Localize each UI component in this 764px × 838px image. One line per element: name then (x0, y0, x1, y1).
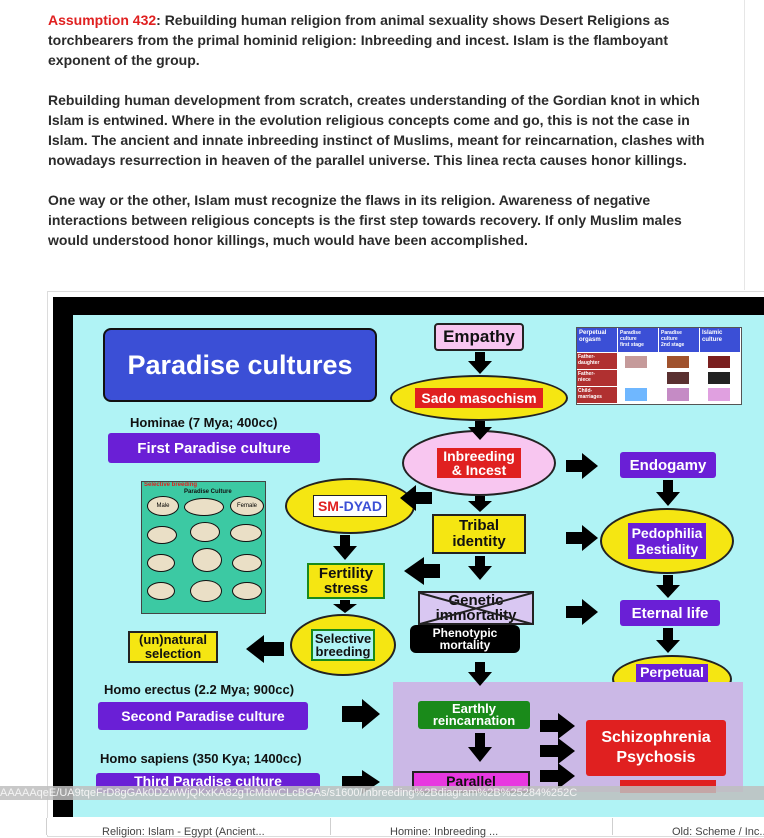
status-bar-url: AAAAAqeE/UA9tqeFrD8gGAk0DZwWjQKxKA82gTcM… (0, 786, 764, 800)
pedophilia-ellipse: Pedophilia Bestiality (600, 508, 734, 574)
table-cell-img (708, 388, 730, 401)
arrow-right (566, 599, 598, 625)
assumption-text: : Rebuilding human religion from animal … (48, 12, 670, 68)
arrow-right (540, 738, 575, 764)
pedophilia-label: Pedophilia Bestiality (627, 523, 707, 559)
table-cell-img (625, 388, 647, 401)
sapiens-label: Homo sapiens (350 Kya; 1400cc) (100, 751, 302, 766)
unnatural-selection-box: (un)natural selection (128, 631, 218, 663)
arrow-down (468, 496, 492, 512)
schizophrenia-box: Schizophrenia Psychosis (586, 720, 726, 776)
arrow-left (404, 557, 440, 585)
table-col1: Perpetual orgasm (577, 328, 617, 352)
table-col4: Islamic culture (700, 328, 740, 352)
thumb-title: Selective breeding (144, 482, 198, 488)
sidebar-divider (744, 0, 745, 290)
arrow-down (468, 556, 492, 580)
arrow-down (333, 600, 357, 613)
sado-label: Sado masochism (415, 388, 543, 408)
assumption-paragraph: Assumption 432: Rebuilding human religio… (48, 10, 718, 70)
endogamy-box: Endogamy (620, 452, 716, 478)
table-row1: Father- daughter (577, 353, 617, 369)
table-row2: Father- niece (577, 370, 617, 386)
sm-dyad-ellipse: SM-DYAD (285, 478, 415, 534)
bottom-divider (46, 818, 47, 835)
arrow-down (468, 733, 492, 762)
culture-table: Perpetual orgasm Paradise culture first … (576, 327, 742, 405)
selective-breeding-ellipse: Selective breeding (290, 614, 396, 676)
arrow-down (468, 421, 492, 440)
table-cell-img (708, 356, 730, 368)
table-col3: Paradise culture 2nd stage (659, 328, 699, 352)
assumption-label[interactable]: Assumption 432 (48, 12, 157, 28)
second-paradise-box: Second Paradise culture (98, 702, 308, 730)
cross-line (419, 592, 533, 625)
arrow-right (342, 699, 380, 729)
hominae-label: Hominae (7 Mya; 400cc) (130, 415, 278, 430)
phenotypic-mortality-box: Phenotypic mortality (410, 625, 520, 653)
table-cell-img (667, 372, 689, 384)
article-body: Assumption 432: Rebuilding human religio… (48, 10, 718, 270)
sm-dyad-label: SM-DYAD (312, 495, 388, 517)
arrow-right (566, 525, 598, 551)
bottom-nav-middle[interactable]: Homine: Inbreeding ... (390, 826, 499, 838)
paragraph-2: Rebuilding human development from scratc… (48, 92, 705, 168)
arrow-down (468, 662, 492, 686)
diagram-title: Paradise cultures (103, 328, 377, 402)
table-row3: Child- marriages (577, 387, 617, 403)
table-cell-img (667, 388, 689, 401)
arrow-down (656, 575, 680, 598)
arrow-right (540, 713, 575, 739)
table-cell-img (708, 372, 730, 384)
paragraph-3: One way or the other, Islam must recogni… (48, 192, 682, 248)
bottom-divider (612, 818, 613, 835)
bottom-divider (330, 818, 331, 835)
thumb-female: Female (230, 496, 264, 516)
selective-breeding-thumbnail: Selective breeding Paradise Culture Male… (141, 481, 266, 614)
bottom-nav (0, 818, 764, 835)
arrow-down (656, 628, 680, 653)
empathy-box: Empathy (434, 323, 524, 351)
sm-dyad-rest: -DYAD (338, 498, 383, 514)
arrow-right (566, 453, 598, 479)
arrow-right (540, 763, 575, 789)
sado-ellipse: Sado masochism (390, 375, 568, 421)
arrow-down (468, 352, 492, 374)
thumb-sub: Paradise Culture (184, 489, 232, 495)
erectus-label: Homo erectus (2.2 Mya; 900cc) (104, 682, 295, 697)
selective-breeding-label: Selective breeding (310, 629, 376, 661)
bottom-nav-right[interactable]: Old: Scheme / Inc... (672, 826, 764, 838)
eternal-life-box: Eternal life (620, 600, 720, 626)
bottom-nav-left[interactable]: Religion: Islam - Egypt (Ancient... (102, 826, 265, 838)
inbreeding-ellipse: Inbreeding & Incest (402, 430, 556, 496)
tribal-identity-box: Tribal identity (432, 514, 526, 554)
thumb-male: Male (147, 496, 179, 516)
inbreeding-label: Inbreeding & Incest (437, 448, 521, 478)
table-col2: Paradise culture first stage (618, 328, 658, 352)
table-cell-img (625, 356, 647, 368)
earthly-reincarnation-box: Earthly reincarnation (418, 701, 530, 729)
sm-dyad-sm: SM (317, 498, 339, 514)
table-cell-img (667, 356, 689, 368)
arrow-down (656, 480, 680, 506)
fertility-stress-box: Fertility stress (307, 563, 385, 599)
arrow-left (246, 635, 284, 663)
arrow-left (400, 485, 432, 511)
arrow-down (333, 535, 357, 560)
first-paradise-box: First Paradise culture (108, 433, 320, 463)
